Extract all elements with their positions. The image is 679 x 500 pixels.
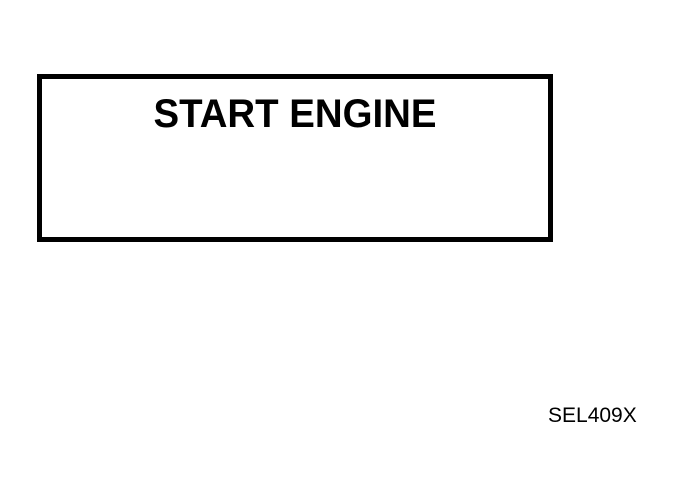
display-screen: START ENGINE [37,74,553,242]
figure-code: SEL409X [548,404,637,427]
display-message: START ENGINE [153,92,437,136]
